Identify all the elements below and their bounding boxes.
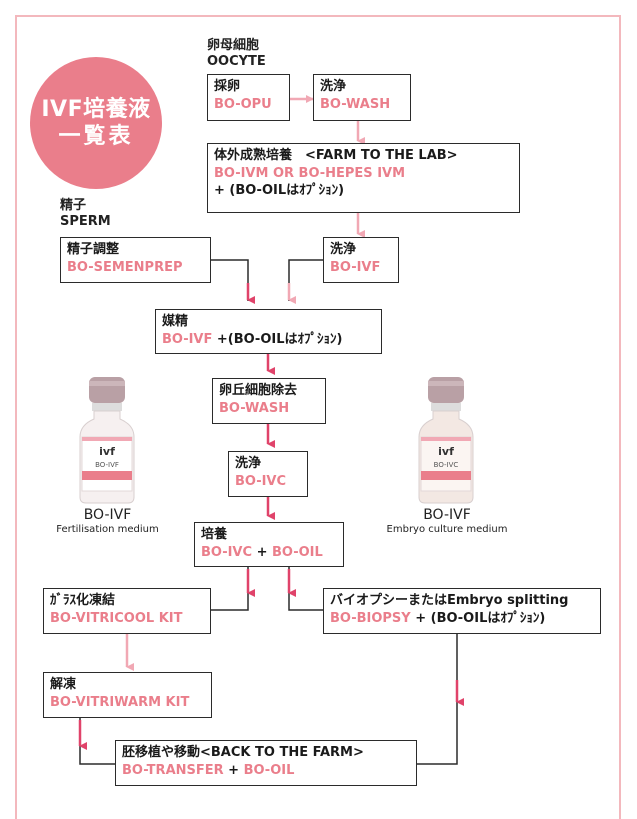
product-caption-culture: BO-IVF Embryo culture medium (377, 507, 517, 535)
step-transfer-code-1: BO-TRANSFER (122, 762, 224, 778)
step-semenprep-code: BO-SEMENPREP (67, 259, 183, 275)
step-opu-code: BO-OPU (214, 96, 272, 112)
step-denude-jp: 卵丘細胞除去 (219, 383, 298, 398)
step-transfer-code-2: BO-OIL (243, 762, 295, 778)
line-semenprep-to-insem (211, 259, 249, 301)
step-opu-jp: 採卵 (214, 79, 241, 94)
step-culture-code-2: BO-OIL (272, 544, 323, 560)
step-thaw: 解凍 BO-VITRIWARM KIT (43, 672, 212, 718)
step-transfer-jp: 胚移植や移動<BACK TO THE FARM> (122, 745, 364, 760)
product-1-name: BO-IVF (83, 507, 132, 523)
oocyte-label-jp: 卵母細胞 (207, 38, 260, 53)
line-thaw-to-transfer (79, 718, 115, 765)
line-wash-ivf-to-insem (288, 259, 323, 301)
step-vitrification-jp: ｶﾞﾗｽ化凍結 (50, 593, 116, 608)
sperm-label-en: SPERM (60, 214, 111, 230)
vial-2-brand: ivf (438, 445, 454, 458)
step-wash-ivc-code: BO-IVC (235, 473, 287, 489)
vial-1-brand: ivf (99, 445, 115, 458)
step-culture-code-1: BO-IVC (201, 544, 253, 560)
product-2-desc: Embryo culture medium (386, 524, 508, 535)
step-vitrification-code: BO-VITRICOOL KIT (50, 610, 183, 626)
step-biopsy: バイオプシーまたはEmbryo splitting BO-BIOPSY + (B… (323, 588, 601, 634)
product-caption-fertilisation: BO-IVF Fertilisation medium (40, 507, 175, 535)
step-thaw-code: BO-VITRIWARM KIT (50, 694, 190, 710)
oocyte-label-en: OOCYTE (207, 54, 266, 70)
step-wash-jp: 洗浄 (320, 79, 347, 94)
line-culture-to-biopsy (288, 567, 323, 611)
step-denude: 卵丘細胞除去 BO-WASH (212, 378, 326, 424)
oocyte-label: 卵母細胞 OOCYTE (207, 38, 266, 71)
step-biopsy-extra: + (BO-OILはｵﾌﾟｼｮﾝ) (410, 610, 546, 626)
step-wash-code: BO-WASH (320, 96, 391, 112)
step-semenprep: 精子調整 BO-SEMENPREP (60, 237, 211, 283)
step-wash-ivf-code: BO-IVF (330, 259, 381, 275)
step-insemination: 媒精 BO-IVF +(BO-OILはｵﾌﾟｼｮﾝ) (155, 309, 382, 354)
step-transfer: 胚移植や移動<BACK TO THE FARM> BO-TRANSFER + B… (115, 740, 417, 786)
sperm-label-jp: 精子 (60, 198, 87, 213)
step-insemination-jp: 媒精 (162, 314, 189, 329)
step-culture: 培養 BO-IVC + BO-OIL (194, 522, 344, 567)
vial-2-label: BO-IVC (434, 461, 459, 469)
step-semenprep-jp: 精子調整 (67, 242, 120, 257)
step-culture-plus: + (252, 544, 272, 560)
step-wash: 洗浄 BO-WASH (313, 74, 411, 121)
step-wash-ivf-jp: 洗浄 (330, 242, 357, 257)
product-1-desc: Fertilisation medium (56, 524, 159, 535)
step-insemination-code: BO-IVF (162, 331, 213, 347)
step-ivm: 体外成熟培養 <FARM TO THE LAB> BO-IVM OR BO-HE… (207, 143, 520, 213)
product-2-name: BO-IVF (423, 507, 471, 523)
step-denude-code: BO-WASH (219, 400, 290, 416)
line-biopsy-to-transfer (417, 634, 458, 765)
step-wash-ivc: 洗浄 BO-IVC (228, 451, 308, 497)
title-line-2: 一覧表 (58, 124, 134, 149)
step-ivm-code: BO-IVM OR BO-HEPES IVM (214, 165, 406, 181)
sperm-label: 精子 SPERM (60, 198, 111, 231)
step-biopsy-code: BO-BIOPSY (330, 610, 411, 626)
bo-ivc-vial-image: ivf BO-IVC (418, 377, 474, 504)
step-wash-ivc-jp: 洗浄 (235, 456, 262, 471)
step-biopsy-jp: バイオプシーまたはEmbryo splitting (330, 593, 569, 608)
title-badge: IVF培養液 一覧表 (30, 57, 162, 189)
step-insemination-extra: +(BO-OILはｵﾌﾟｼｮﾝ) (212, 331, 343, 347)
step-transfer-plus: + (223, 762, 244, 778)
bo-ivf-vial-image: ivf BO-IVF (79, 377, 135, 504)
page-frame (15, 15, 621, 819)
title-line-1: IVF培養液 (41, 96, 151, 122)
step-ivm-extra: + (BO-OILはｵﾌﾟｼｮﾝ) (214, 183, 345, 199)
step-vitrification: ｶﾞﾗｽ化凍結 BO-VITRICOOL KIT (43, 588, 211, 634)
step-opu: 採卵 BO-OPU (207, 74, 290, 121)
step-wash-ivf: 洗浄 BO-IVF (323, 237, 399, 283)
step-thaw-jp: 解凍 (50, 677, 77, 692)
step-culture-jp: 培養 (201, 527, 228, 542)
step-ivm-jp: 体外成熟培養 <FARM TO THE LAB> (214, 148, 458, 163)
vial-1-label: BO-IVF (95, 461, 119, 469)
line-culture-to-vitri (211, 567, 249, 611)
